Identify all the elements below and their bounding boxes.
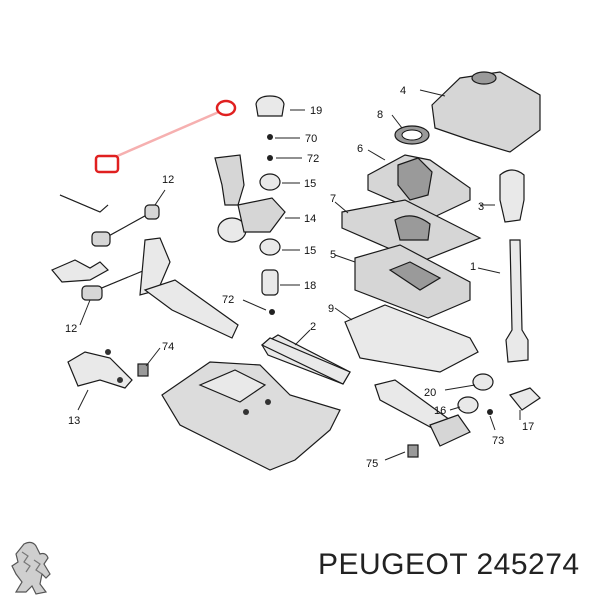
callout-72b: 72 [222, 294, 234, 306]
bracket-13 [67, 351, 133, 389]
clip-72 [267, 155, 273, 161]
bushing-15b [259, 238, 281, 256]
callout-13: 13 [68, 415, 80, 427]
callout-2: 2 [310, 321, 316, 333]
housing-5-slot [388, 261, 442, 291]
plate-hole [243, 409, 249, 415]
leader-lines [77, 89, 521, 461]
knob-3 [499, 169, 525, 223]
shaft-end-fork [429, 414, 471, 447]
callout-12a: 12 [162, 174, 174, 186]
callout-7: 7 [330, 193, 336, 205]
gasket-7-boot [394, 215, 431, 241]
shift-lever-1 [505, 239, 529, 363]
callout-19: 19 [310, 105, 322, 117]
highlighted-link-rod [94, 99, 237, 174]
bracket-left [51, 259, 109, 283]
shaft-tube [143, 279, 239, 339]
cap-19 [255, 95, 285, 117]
spring-74 [137, 363, 149, 377]
callout-70: 70 [305, 133, 317, 145]
callout-3: 3 [478, 201, 484, 213]
floor-plate-recess [198, 369, 267, 403]
rod-inner [107, 106, 229, 162]
callout-6: 6 [357, 143, 363, 155]
spring-75 [407, 444, 419, 458]
ring-8-inner [401, 129, 423, 141]
sleeve-18 [261, 269, 279, 296]
bushing-15a [259, 173, 281, 191]
callout-4: 4 [400, 85, 406, 97]
callout-73: 73 [492, 435, 504, 447]
callout-1: 1 [470, 261, 476, 273]
linkage-left-bar-inner [59, 194, 109, 213]
callout-75: 75 [366, 458, 378, 470]
callout-20: 20 [424, 387, 436, 399]
bolt-17 [509, 387, 541, 411]
callout-labels: 4 8 6 3 7 1 5 9 19 70 72 15 14 15 18 72 … [65, 85, 534, 470]
tray-9 [344, 304, 479, 373]
linkage-arm-upper-inner [104, 211, 153, 239]
clip-73 [487, 409, 493, 415]
gaiter-6-cone [397, 157, 433, 201]
center-lever [214, 154, 245, 206]
callout-16: 16 [434, 405, 446, 417]
plate-hole [265, 399, 271, 405]
peugeot-lion-logo-icon [11, 541, 51, 595]
callout-17: 17 [522, 421, 534, 433]
tube-2 [260, 337, 351, 385]
bushing-16 [457, 396, 479, 414]
rod-bushing-end [94, 154, 120, 174]
clip-72b [269, 309, 275, 315]
part-number-caption: PEUGEOT 245274 [318, 548, 580, 581]
bracket-hole [105, 349, 111, 355]
callout-14: 14 [304, 213, 316, 225]
selector-bracket [139, 237, 171, 296]
boot-top-opening [471, 71, 497, 85]
bushing-upper-right [144, 204, 160, 220]
bracket-hole [117, 377, 123, 383]
callout-15a: 15 [304, 178, 316, 190]
callout-9: 9 [328, 303, 334, 315]
callout-8: 8 [377, 109, 383, 121]
bushing-upper [91, 231, 111, 247]
lever-bracket-14 [237, 197, 286, 233]
rod-ball-end [215, 99, 237, 117]
bushing-lower [81, 285, 103, 301]
callout-5: 5 [330, 249, 336, 261]
bushing-20 [472, 373, 494, 391]
pin-70 [267, 134, 273, 140]
callout-18: 18 [304, 280, 316, 292]
callout-15b: 15 [304, 245, 316, 257]
callout-74: 74 [162, 341, 174, 353]
callout-72a: 72 [307, 153, 319, 165]
floor-plate [161, 361, 341, 471]
callout-12b: 12 [65, 323, 77, 335]
